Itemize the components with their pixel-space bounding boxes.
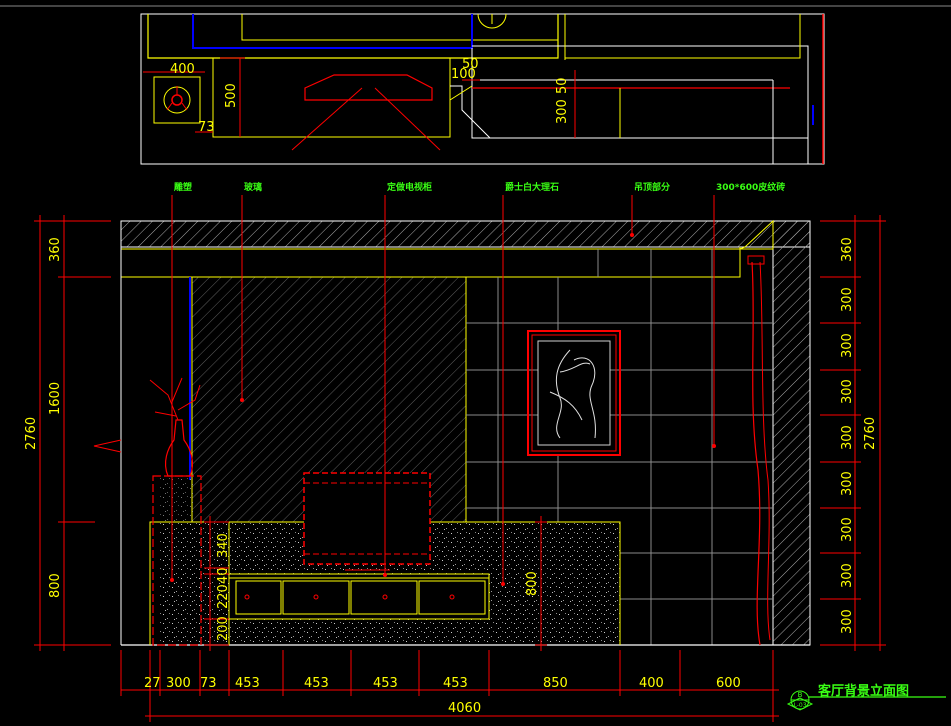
right-dim-seg-3: 300 — [840, 379, 855, 404]
right-dim-seg-7: 300 — [840, 563, 855, 588]
cabinet-dim-340: 340 — [216, 533, 231, 558]
right-dim-seg-1: 300 — [840, 287, 855, 312]
left-dim-lines — [34, 215, 111, 651]
bottom-dim-73: 73 — [200, 676, 217, 691]
bottom-dim-600: 600 — [716, 676, 741, 691]
right-dim-seg-4: 300 — [840, 425, 855, 450]
cabinet-dim-200: 200 — [216, 616, 231, 641]
bottom-dim-453-d: 453 — [443, 676, 468, 691]
plan-dim-400: 400 — [170, 62, 195, 77]
right-dim-seg-6: 300 — [840, 517, 855, 542]
plan-dim-50a: 50 — [462, 57, 479, 72]
title-mark-bottom: L-03 — [793, 702, 806, 709]
plan-dim-500: 500 — [224, 83, 239, 108]
bottom-dim-453-a: 453 — [235, 676, 260, 691]
right-dim-seg-2: 300 — [840, 333, 855, 358]
right-dim-total: 2760 — [863, 417, 878, 450]
plan-dim-100: 100 — [451, 67, 476, 82]
elevation-view — [93, 219, 811, 646]
cabinet-dim-220: 220 — [216, 584, 231, 609]
right-dim-seg-8: 300 — [840, 609, 855, 634]
bottom-dim-lines — [120, 650, 779, 722]
left-dim-top: 360 — [48, 237, 63, 262]
plan-dim-73: 73 — [198, 120, 215, 135]
overall-dim: 4060 — [448, 701, 481, 716]
bottom-dim-453-b: 453 — [304, 676, 329, 691]
title-mark — [786, 690, 946, 711]
cabinet-dim-lines — [204, 516, 547, 651]
callout-sculpture: 雕塑 — [174, 181, 192, 193]
plan-view — [140, 13, 825, 165]
left-dim-total: 2760 — [24, 417, 39, 450]
drawing-title: 客厅背景立面图 — [818, 683, 909, 699]
left-dim-mid: 1600 — [48, 382, 63, 415]
callout-tile: 300*600皮纹砖 — [716, 181, 785, 193]
bottom-dim-400: 400 — [639, 676, 664, 691]
left-dim-bottom: 800 — [48, 573, 63, 598]
bottom-dim-850: 850 — [543, 676, 568, 691]
bottom-dim-300: 300 — [166, 676, 191, 691]
bottom-dim-27: 27 — [144, 676, 161, 691]
callout-glass: 玻璃 — [244, 181, 262, 193]
right-dim-seg-0: 360 — [840, 237, 855, 262]
callout-leaders — [171, 195, 715, 584]
callout-tv-cabinet: 定做电视柜 — [386, 181, 432, 193]
bottom-dim-453-c: 453 — [373, 676, 398, 691]
plan-dim-50b: 50 — [555, 77, 570, 94]
right-dim-lines — [820, 215, 886, 651]
callout-marble: 爵士白大理石 — [505, 181, 559, 193]
title-mark-top: B — [798, 691, 803, 699]
callout-dots — [170, 233, 716, 586]
marble-dim-800: 800 — [525, 571, 540, 596]
right-dim-seg-5: 300 — [840, 471, 855, 496]
callout-ceiling: 吊顶部分 — [634, 181, 670, 193]
plan-dim-300: 300 — [555, 99, 570, 124]
cabinet-dim-40: 40 — [216, 567, 231, 584]
